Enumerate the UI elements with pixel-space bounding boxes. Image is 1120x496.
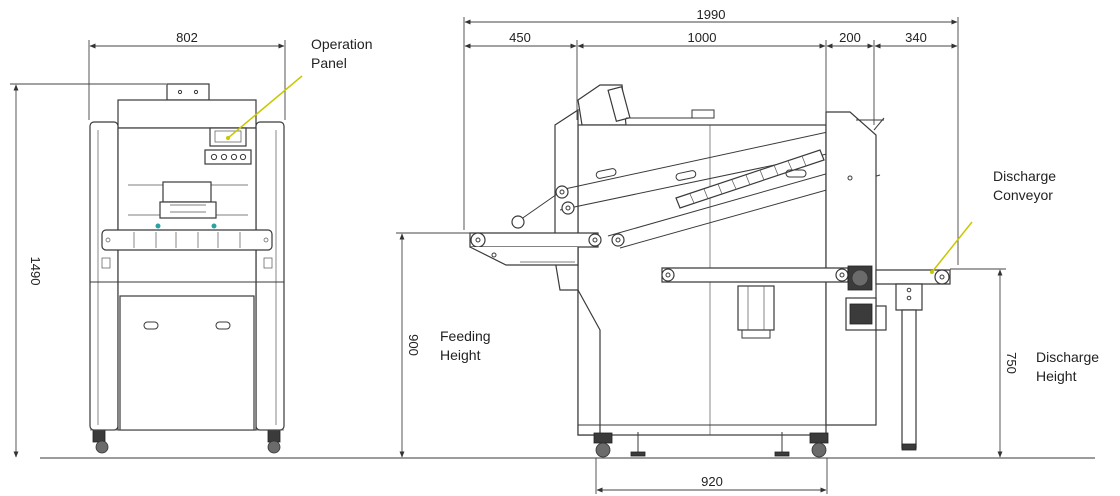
discharge-conveyor-label-line1: Discharge xyxy=(993,168,1057,184)
operation-panel-label-line2: Panel xyxy=(311,55,347,71)
feeding-height-label: Feeding Height xyxy=(440,327,491,365)
dim-discharge-length: 340 xyxy=(905,30,927,45)
dimension-lines xyxy=(10,17,1006,494)
dim-feeding-height: 900 xyxy=(406,334,421,356)
operation-panel-label: Operation Panel xyxy=(311,35,372,73)
dim-main-length: 1000 xyxy=(688,30,717,45)
side-view xyxy=(469,84,951,458)
discharge-height-label: Discharge Height xyxy=(1036,348,1099,386)
operation-panel-leader-dot xyxy=(226,136,230,140)
discharge-conveyor-leader xyxy=(931,221,973,273)
discharge-height-label-line2: Height xyxy=(1036,368,1077,384)
front-view xyxy=(89,83,285,454)
dim-gap-length: 200 xyxy=(839,30,861,45)
dim-discharge-height: 750 xyxy=(1004,352,1019,374)
feeding-height-label-line2: Height xyxy=(440,347,481,363)
dim-total-length: 1990 xyxy=(697,7,726,22)
dim-front-height: 1490 xyxy=(28,257,43,286)
dim-wheelbase: 920 xyxy=(701,474,723,489)
discharge-conveyor-leader-dot xyxy=(930,270,934,274)
discharge-height-label-line1: Discharge xyxy=(1036,349,1100,365)
operation-panel-leader xyxy=(227,75,303,139)
discharge-conveyor-label: Discharge Conveyor xyxy=(993,167,1056,205)
feeding-height-label-line1: Feeding xyxy=(440,328,491,344)
dim-infeed-length: 450 xyxy=(509,30,531,45)
discharge-conveyor-label-line2: Conveyor xyxy=(993,187,1053,203)
dim-front-width: 802 xyxy=(176,30,198,45)
operation-panel-label-line1: Operation xyxy=(311,36,373,52)
